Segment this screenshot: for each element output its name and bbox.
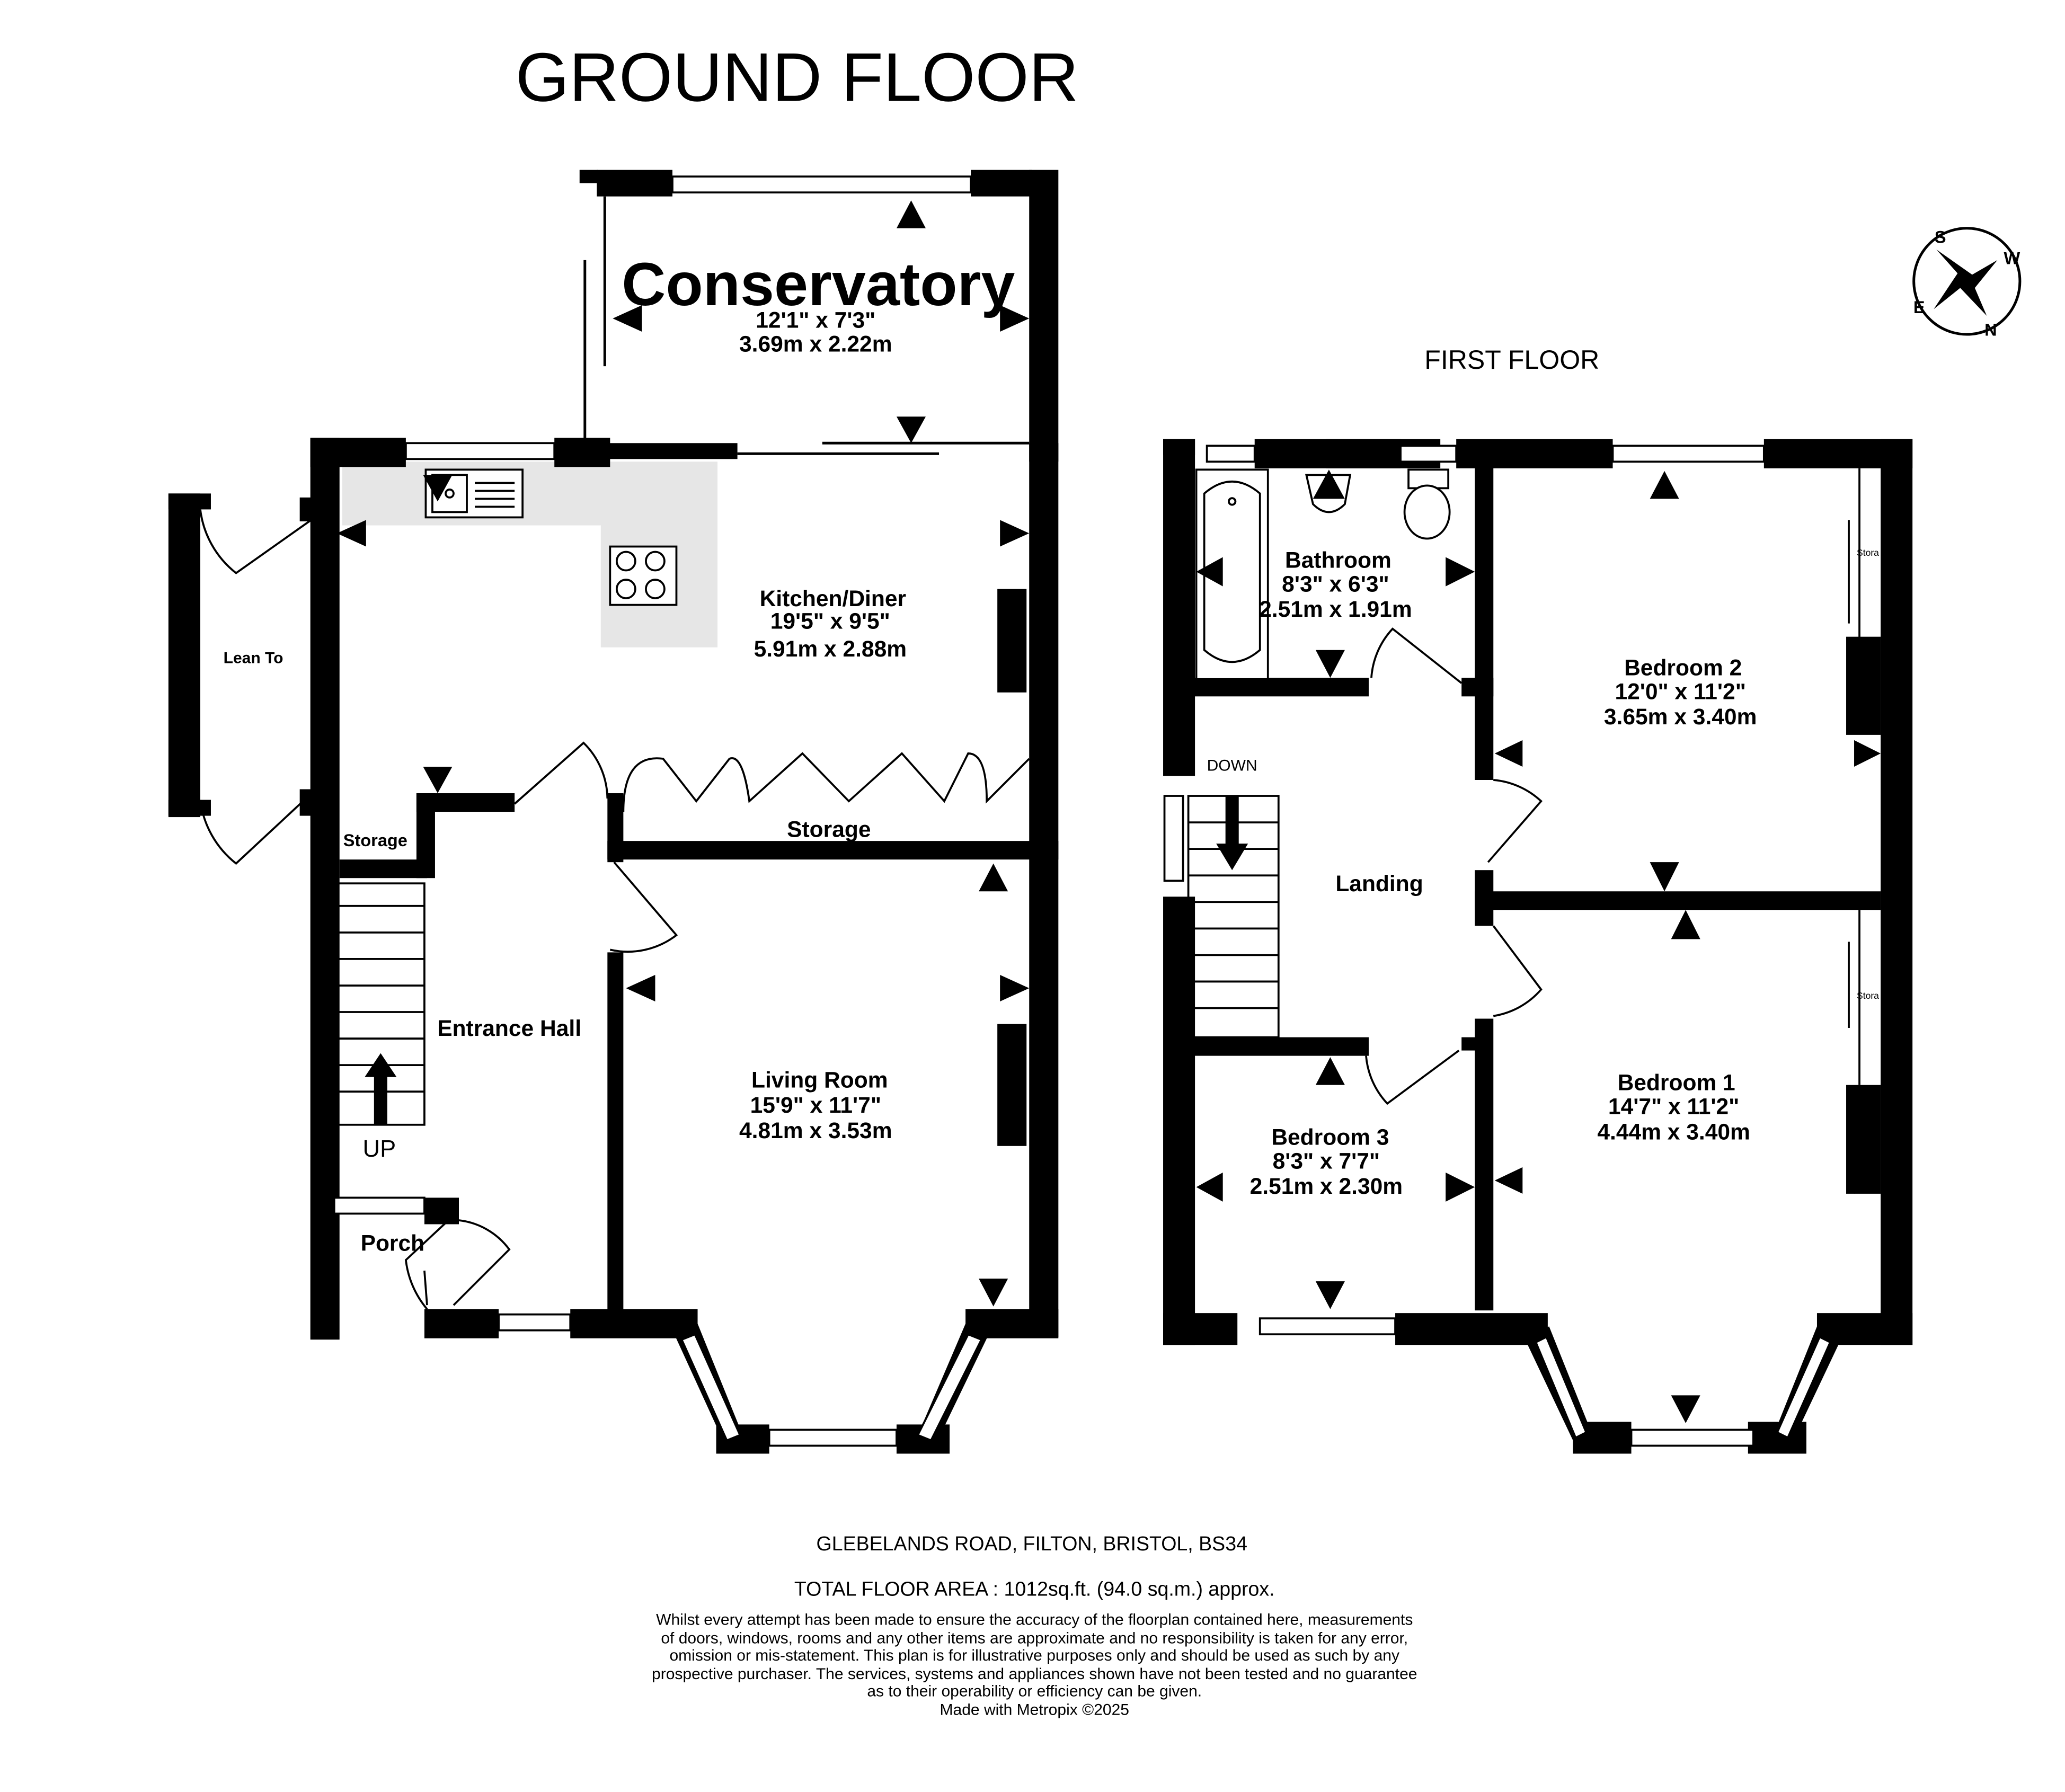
hob-icon — [609, 545, 678, 606]
total-floor-area: TOTAL FLOOR AREA : 1012sq.ft. (94.0 sq.m… — [794, 1577, 1275, 1600]
first-arrows — [1196, 469, 1881, 1423]
conservatory-name: Conservatory — [622, 251, 1015, 318]
storage-bedroom2-label: Stora — [1857, 547, 1879, 558]
bedroom3-metric: 2.51m x 2.30m — [1250, 1174, 1403, 1199]
storage-large-name: Storage — [787, 817, 871, 842]
first-walls — [1163, 439, 1913, 1454]
disclaimer-line: as to their operability or efficiency ca… — [867, 1682, 1202, 1700]
compass-letter-n: N — [1984, 321, 1997, 340]
toilet-icon — [1403, 468, 1451, 540]
ground-floor: GROUND FLOOR Conservatory 12'1" x 7'3" 3… — [168, 39, 1079, 1454]
ground-floor-title: GROUND FLOOR — [516, 39, 1079, 116]
living-room-name: Living Room — [751, 1068, 888, 1093]
first-doors — [1365, 468, 1860, 1105]
kitchen-metric: 5.91m x 2.88m — [754, 636, 907, 662]
conservatory-metric: 3.69m x 2.22m — [739, 332, 892, 357]
bedroom2-metric: 3.65m x 3.40m — [1604, 704, 1757, 730]
ground-doors — [199, 509, 1030, 1310]
disclaimer-line: Whilst every attempt has been made to en… — [656, 1611, 1413, 1628]
address: GLEBELANDS ROAD, FILTON, BRISTOL, BS34 — [817, 1532, 1247, 1555]
lean-to-name: Lean To — [224, 650, 283, 667]
bedroom3-imperial: 8'3" x 7'7" — [1273, 1148, 1380, 1174]
bathroom-name: Bathroom — [1285, 548, 1392, 573]
ground-walls — [168, 170, 1059, 1454]
compass-letter-s: S — [1935, 227, 1946, 246]
bedroom2-imperial: 12'0" x 11'2" — [1615, 679, 1745, 704]
disclaimer-line: of doors, windows, rooms and any other i… — [661, 1629, 1408, 1647]
kitchen-name: Kitchen/Diner — [760, 586, 907, 611]
credit: Made with Metropix ©2025 — [940, 1701, 1129, 1719]
first-windows — [1163, 445, 1832, 1447]
bathroom-metric: 2.51m x 1.91m — [1259, 597, 1412, 622]
footer: GLEBELANDS ROAD, FILTON, BRISTOL, BS34 T… — [652, 1532, 1417, 1718]
porch-name: Porch — [361, 1231, 425, 1256]
disclaimer-line: prospective purchaser. The services, sys… — [652, 1665, 1417, 1683]
landing-name: Landing — [1335, 871, 1423, 897]
compass-icon: S W N E — [1912, 227, 2022, 340]
bedroom2-name: Bedroom 2 — [1624, 655, 1742, 680]
entrance-hall-name: Entrance Hall — [437, 1016, 581, 1041]
stairs-down-arrow-icon — [1216, 796, 1248, 871]
kitchen-imperial: 19'5" x 9'5" — [770, 609, 890, 634]
conservatory-imperial: 12'1" x 7'3" — [756, 308, 875, 333]
bedroom3-name: Bedroom 3 — [1271, 1124, 1389, 1150]
storage-bedroom1-label: Stora — [1857, 990, 1879, 1001]
disclaimer-line: omission or mis-statement. This plan is … — [669, 1647, 1399, 1664]
conservatory-lines — [583, 196, 1030, 455]
first-floor-title: FIRST FLOOR — [1424, 345, 1599, 375]
ground-windows — [333, 175, 983, 1447]
stairs-up-label: UP — [363, 1135, 396, 1162]
ground-arrows — [336, 200, 1030, 1307]
living-room-metric: 4.81m x 3.53m — [739, 1118, 892, 1143]
stairs-down-label: DOWN — [1207, 757, 1257, 774]
storage-small-name: Storage — [343, 831, 407, 850]
bathroom-imperial: 8'3" x 6'3" — [1282, 572, 1389, 597]
stairs-up-arrow-icon — [365, 1053, 397, 1125]
bedroom1-imperial: 14'7" x 11'2" — [1608, 1094, 1739, 1120]
living-room-imperial: 15'9" x 11'7" — [750, 1093, 881, 1118]
compass-letter-e: E — [1913, 298, 1925, 317]
first-floor: FIRST FLOOR Bathroom 8'3" x 6'3" 2.51m x… — [1163, 345, 1913, 1454]
bath-icon — [1195, 468, 1269, 680]
bedroom1-name: Bedroom 1 — [1618, 1070, 1735, 1096]
compass-letter-w: W — [2004, 249, 2020, 268]
bedroom1-metric: 4.44m x 3.40m — [1597, 1119, 1750, 1145]
